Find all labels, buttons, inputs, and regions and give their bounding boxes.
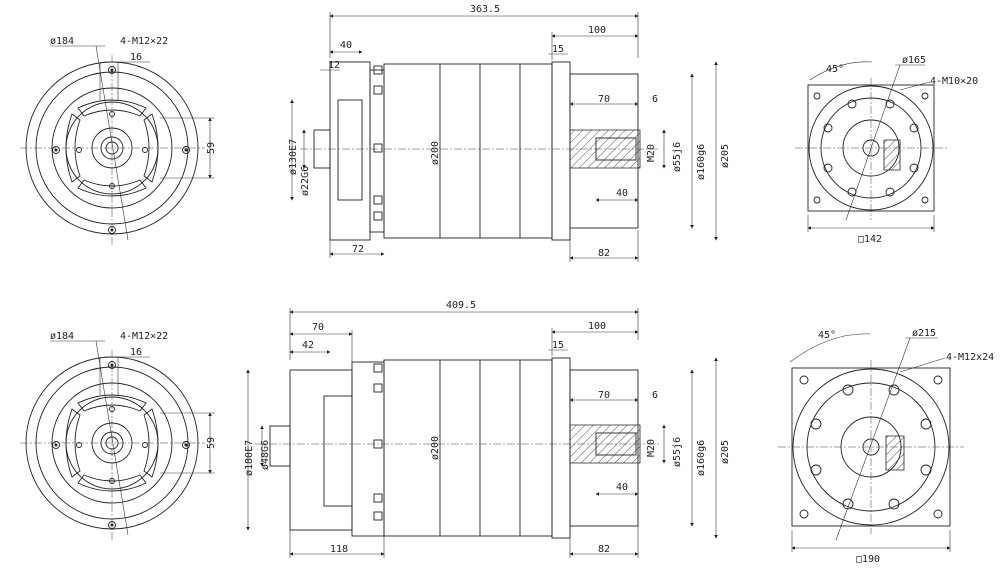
dim-59-label-bottom: 59 [206, 437, 217, 449]
square-label-bottom: □190 [856, 554, 880, 565]
bottom-side-view: 409.5 100 70 42 15 70 6 40 82 [244, 300, 731, 558]
dim-200-label: ø200 [430, 141, 441, 165]
top-side-view: 363.5 100 40 12 15 70 6 40 82 [288, 4, 731, 262]
dim-100-label-bottom: 100 [588, 321, 606, 332]
dim-59-label: 59 [206, 142, 217, 154]
thread-label-right: 4-M10×20 [930, 76, 978, 87]
dim-16-label: 16 [130, 52, 142, 63]
dim-82-label-bottom: 82 [598, 544, 610, 555]
overall-length-label-bottom: 409.5 [446, 300, 476, 311]
dim-70-label-bottom: 70 [312, 322, 324, 333]
dim-55-label: ø55j6 [672, 142, 683, 172]
overall-length-label: 363.5 [470, 4, 500, 15]
dim-82-label: 82 [598, 248, 610, 259]
angle-label: 45° [826, 64, 844, 75]
dim-16-label-bottom: 16 [130, 347, 142, 358]
dim-70-label: 70 [598, 94, 610, 105]
top-left-front-view: ø184 4-M12×22 16 59 [20, 36, 217, 245]
angle-label-bottom: 45° [818, 330, 836, 341]
dim-118-label-bottom: 118 [330, 544, 348, 555]
bore-diameter-label: ø184 [50, 36, 74, 47]
dim-200-label-bottom: ø200 [430, 436, 441, 460]
dim-205-label: ø205 [720, 144, 731, 168]
dim-42-label-bottom: 42 [302, 340, 314, 351]
bore-diameter-label-bottom: ø184 [50, 331, 74, 342]
dim-130-label: ø130E7 [288, 139, 299, 175]
bolt-circle-label-bottom: ø215 [912, 328, 936, 339]
thread-label-right-bottom: 4-M12x24 [946, 352, 994, 363]
dim-15-label: 15 [552, 44, 564, 55]
dim-22-label: ø22G6 [300, 166, 311, 196]
bottom-right-end-view: 45° ø215 4-M12x24 □190 [778, 328, 994, 565]
bolt-circle-label: ø165 [902, 55, 926, 66]
dim-40b-label: 40 [616, 188, 628, 199]
dim-160-label: ø160g6 [696, 144, 707, 180]
bottom-left-front-view: ø184 4-M12×22 16 59 [20, 331, 217, 540]
dim-100-label: 100 [588, 25, 606, 36]
dim-70b-label-bottom: 70 [598, 390, 610, 401]
dim-160-label-bottom: ø160g6 [696, 440, 707, 476]
dim-40-label: 40 [340, 40, 352, 51]
dim-40-label-bottom: 40 [616, 482, 628, 493]
square-label: □142 [858, 234, 882, 245]
dim-12-label: 12 [328, 60, 340, 71]
dim-180-label-bottom: ø180E7 [244, 440, 255, 476]
thread-label: 4-M12×22 [120, 36, 168, 47]
dim-m20-label: M20 [646, 144, 657, 162]
dim-55-label-bottom: ø55j6 [672, 437, 683, 467]
dim-m20-label-bottom: M20 [646, 439, 657, 457]
dim-48-label-bottom: ø48G6 [260, 440, 271, 470]
top-right-end-view: 45° ø165 4-M10×20 □142 [795, 55, 978, 245]
dim-72-label: 72 [352, 244, 364, 255]
dim-205-label-bottom: ø205 [720, 440, 731, 464]
dim-6-label-bottom: 6 [652, 390, 658, 401]
dim-15-label-bottom: 15 [552, 340, 564, 351]
thread-label-bottom: 4-M12×22 [120, 331, 168, 342]
dim-6-label: 6 [652, 94, 658, 105]
